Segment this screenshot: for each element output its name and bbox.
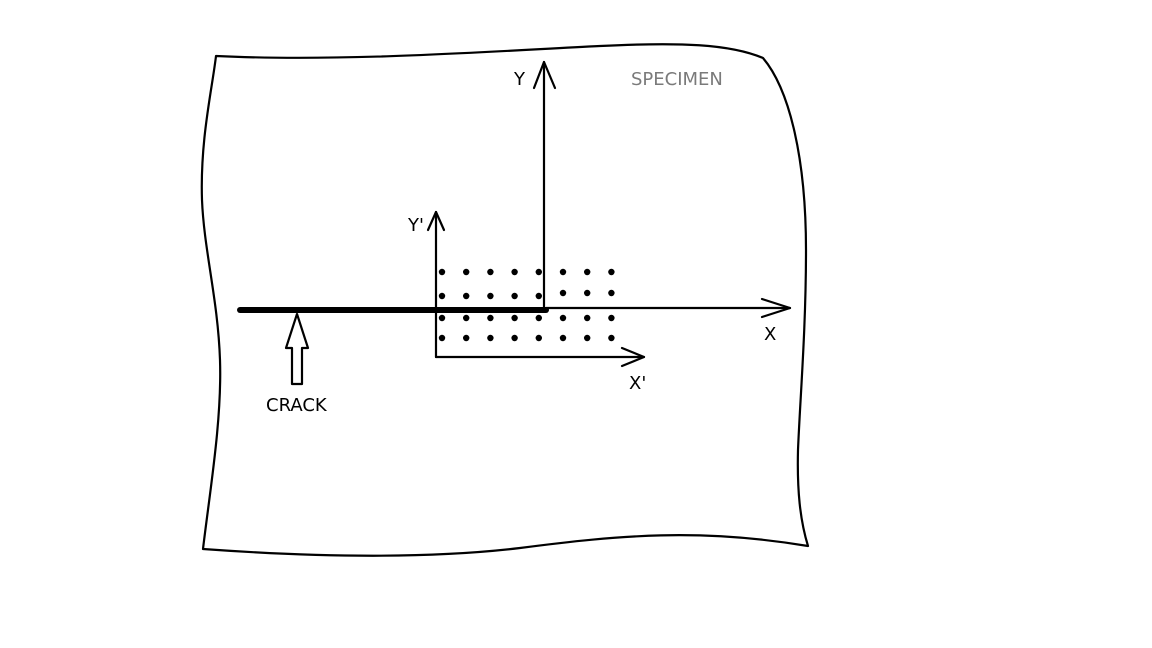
measurement-point <box>463 268 470 276</box>
measurement-point <box>487 314 494 322</box>
measurement-point <box>463 314 470 322</box>
measurement-point <box>608 289 615 297</box>
crack-label: CRACK <box>266 395 328 416</box>
measurement-point <box>559 334 567 342</box>
measurement-point <box>608 334 615 342</box>
y-prime-axis-arrowhead <box>426 210 446 232</box>
measurement-point <box>511 268 518 276</box>
measurement-point <box>559 289 567 297</box>
measurement-point <box>535 268 542 276</box>
measurement-point <box>584 268 591 276</box>
measurement-point <box>584 334 591 342</box>
measurement-point <box>584 314 591 322</box>
measurement-point <box>438 292 446 300</box>
measurement-point-grid <box>438 268 615 342</box>
specimen-outline <box>200 43 810 557</box>
measurement-point <box>559 268 567 276</box>
x-axis-label: X <box>764 324 776 345</box>
measurement-point <box>511 292 518 300</box>
measurement-point <box>487 292 494 300</box>
measurement-point <box>438 314 446 322</box>
x-axis-arrowhead <box>760 297 792 319</box>
y-axis-arrowhead <box>532 60 557 90</box>
measurement-point <box>584 289 591 297</box>
measurement-point <box>535 334 542 342</box>
y-axis-label: Y <box>513 69 526 90</box>
measurement-point <box>487 334 494 342</box>
measurement-point <box>438 268 446 276</box>
measurement-point <box>511 334 518 342</box>
x-prime-axis-label: X' <box>629 373 646 394</box>
measurement-point <box>463 292 470 300</box>
measurement-point <box>535 292 542 300</box>
measurement-point <box>438 334 446 342</box>
crack-pointer-arrow <box>284 312 310 386</box>
measurement-point <box>608 268 615 276</box>
measurement-point <box>487 268 494 276</box>
y-prime-axis-label: Y' <box>407 215 424 236</box>
x-prime-axis-arrowhead <box>620 346 646 368</box>
measurement-point <box>463 334 470 342</box>
measurement-point <box>559 314 567 322</box>
measurement-point <box>535 314 542 322</box>
specimen-label: SPECIMEN <box>631 69 723 90</box>
measurement-point <box>511 314 518 322</box>
measurement-point <box>608 314 615 322</box>
